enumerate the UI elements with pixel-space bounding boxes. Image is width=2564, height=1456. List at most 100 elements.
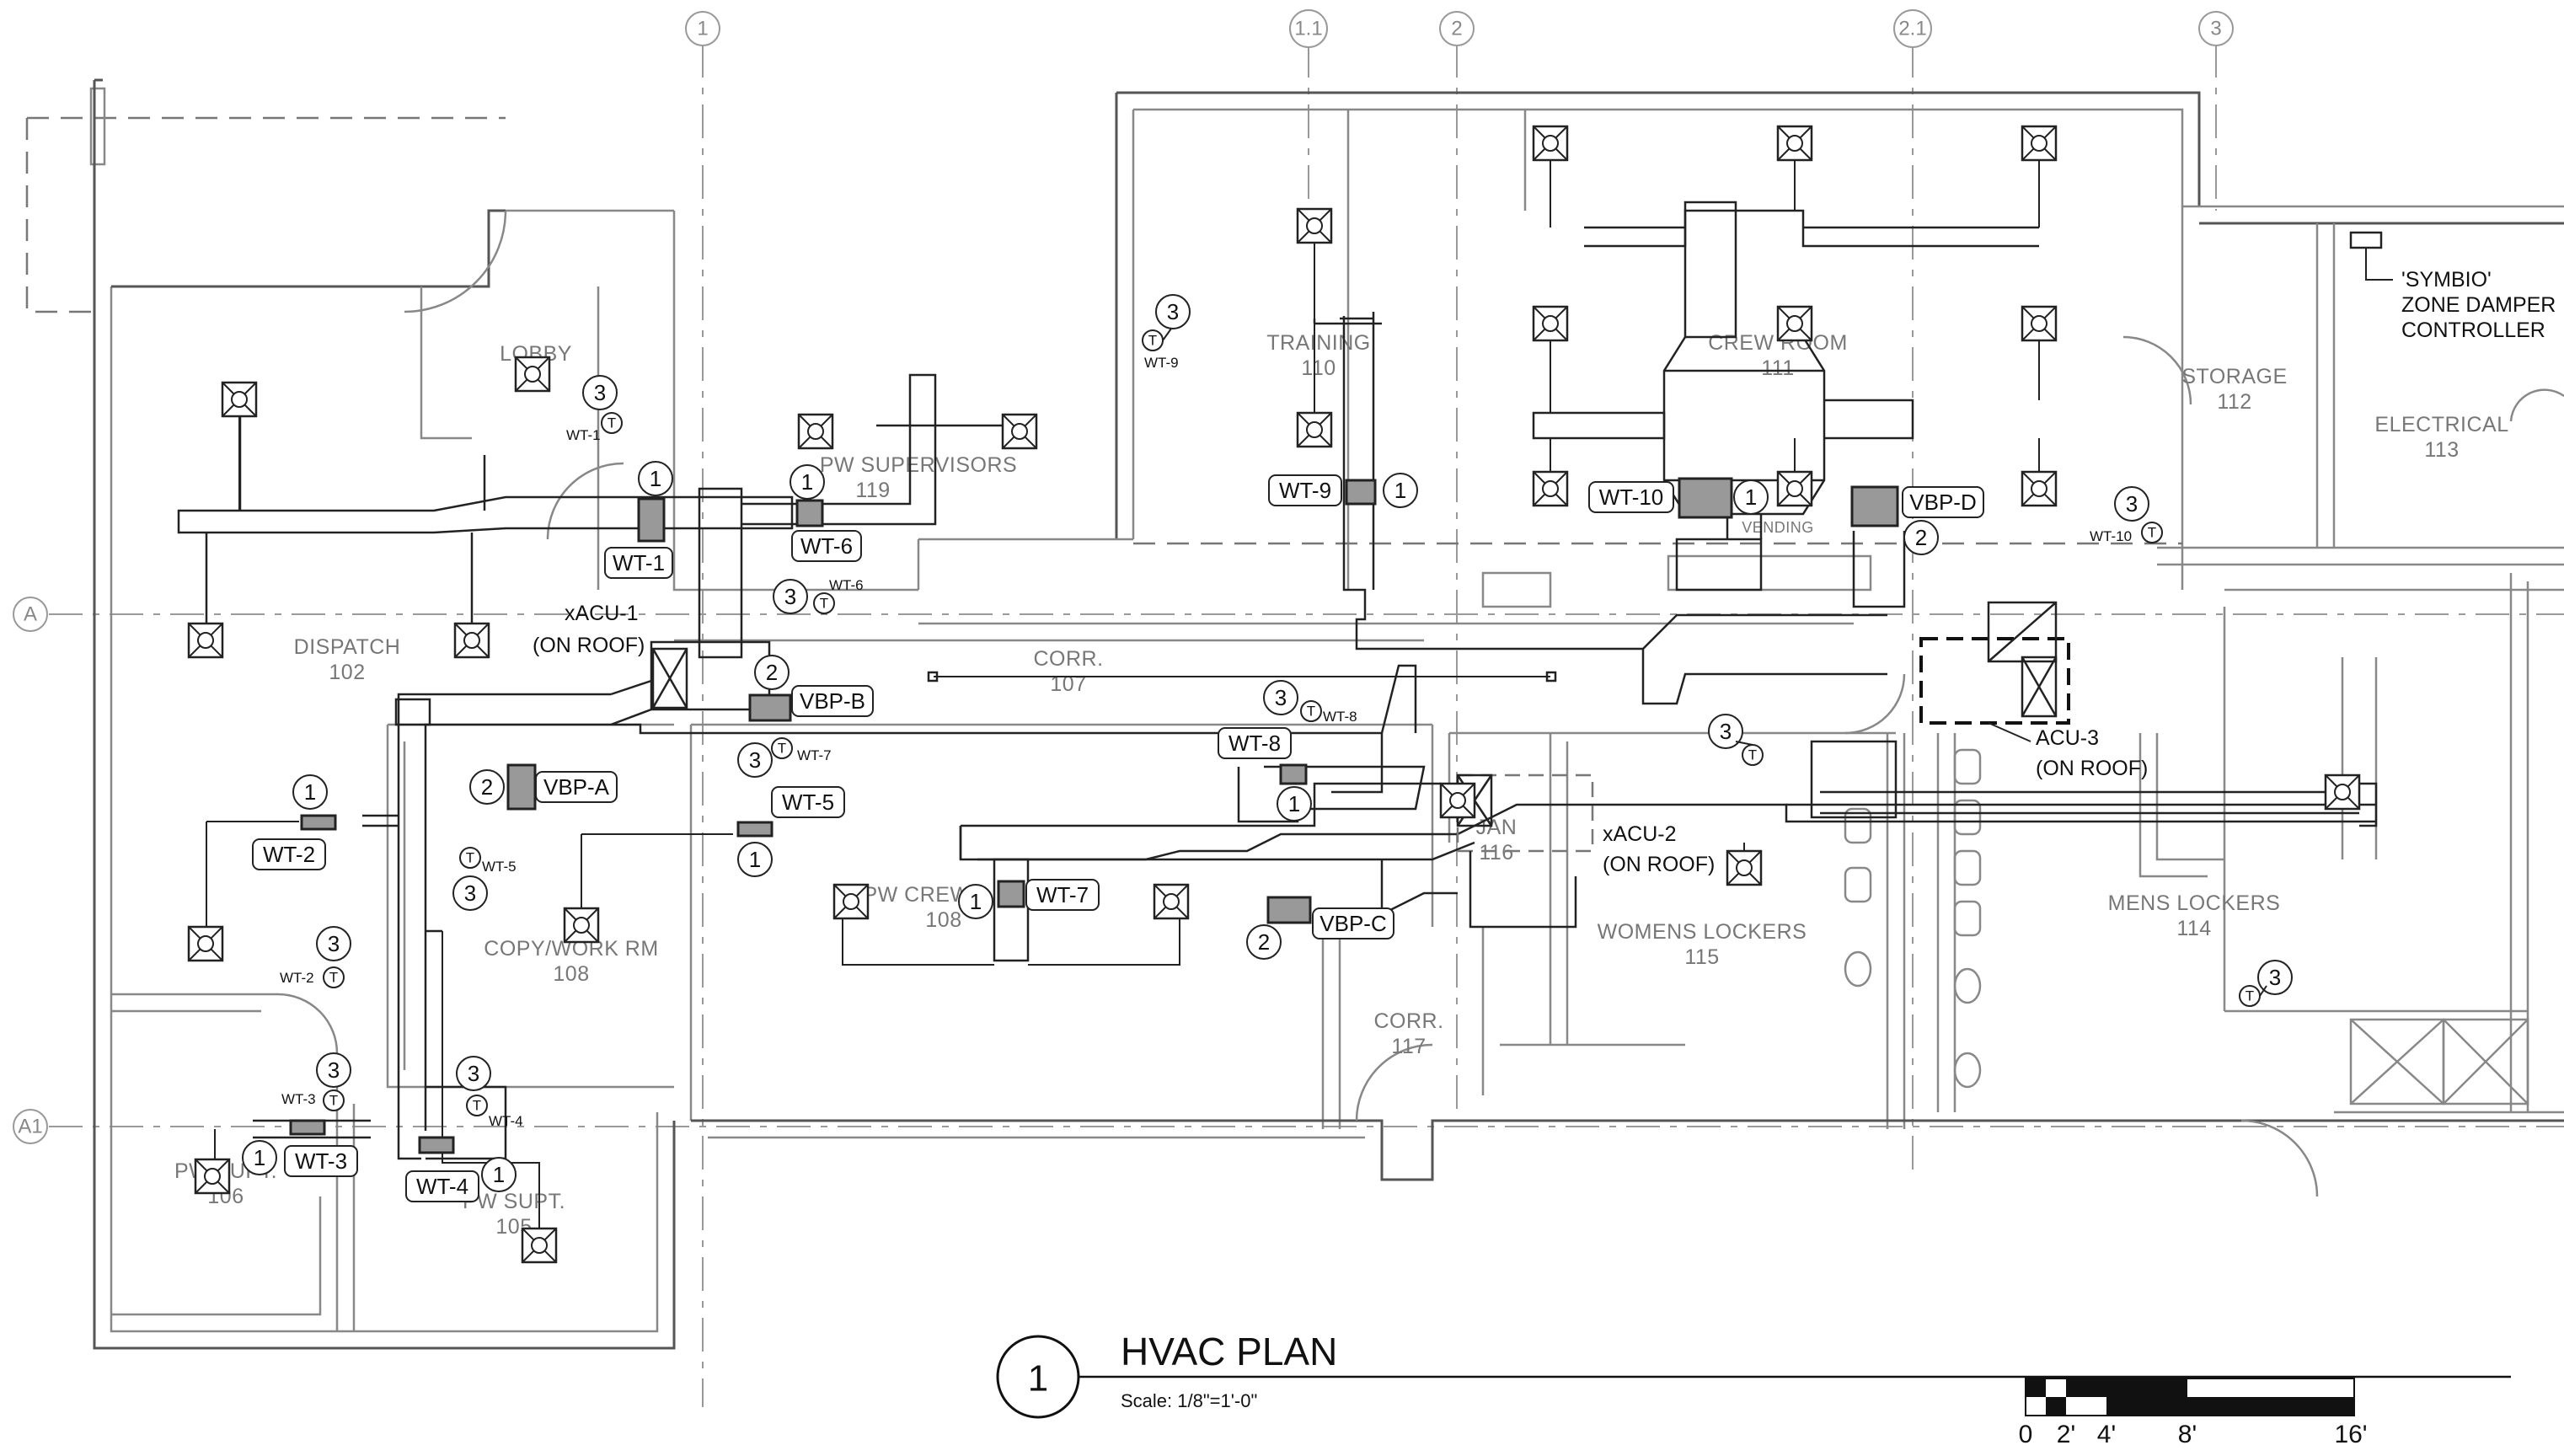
svg-text:WT-4: WT-4 — [416, 1174, 468, 1199]
svg-text:WT-2: WT-2 — [263, 842, 315, 867]
svg-text:T: T — [329, 970, 338, 986]
room-name-dispatch: DISPATCH — [294, 635, 401, 659]
scale-bar: 0 2' 4' 8' 16' — [2019, 1378, 2368, 1448]
scale-label-4: 4' — [2097, 1421, 2116, 1448]
damper-vbpd — [1850, 485, 1899, 527]
tag-wt4: WT-4 — [405, 1170, 479, 1202]
svg-text:WT-9: WT-9 — [1279, 478, 1331, 503]
svg-text:A: A — [24, 603, 37, 626]
diffuser-icon — [1439, 782, 1476, 819]
damper-wt8 — [1279, 763, 1308, 785]
tag-wt8: WT-8 — [1218, 727, 1292, 759]
drawing-number: 1 — [1028, 1358, 1048, 1400]
tag-wt2: WT-2 — [252, 838, 326, 870]
diffuser-icon — [1153, 883, 1190, 920]
diffuser-icon — [514, 356, 551, 393]
room-name-corr-117: CORR. — [1373, 1009, 1443, 1033]
acu3-label: ACU-3 — [2036, 726, 2099, 750]
svg-text:1: 1 — [1394, 478, 1406, 503]
room-name-jan: JAN — [1476, 816, 1518, 839]
note-bubble: 3 — [316, 926, 351, 961]
svg-text:3: 3 — [2210, 18, 2221, 40]
xacu1-label: xACU-1 — [565, 602, 639, 625]
svg-text:WT-5: WT-5 — [782, 790, 834, 815]
scale-label-2: 2' — [2057, 1421, 2075, 1448]
svg-text:3: 3 — [2126, 491, 2138, 517]
svg-text:2: 2 — [766, 660, 778, 685]
svg-text:3: 3 — [1720, 719, 1732, 744]
tag-vbpa: VBP-A — [535, 771, 618, 803]
note-bubble: 1 — [292, 774, 328, 810]
svg-text:T: T — [329, 1093, 338, 1109]
diffuser-icon — [1776, 470, 1813, 507]
note-bubble: 2 — [1246, 924, 1282, 960]
damper-wt2 — [300, 814, 337, 831]
svg-text:1: 1 — [493, 1162, 505, 1187]
tag-vbpb: VBP-B — [791, 685, 874, 717]
damper-wt9 — [1345, 479, 1377, 506]
diffuser-icon — [1296, 207, 1333, 244]
note-bubble: 2 — [1903, 520, 1939, 555]
svg-text:1: 1 — [970, 889, 982, 914]
thermostat-icon: T — [1142, 329, 1164, 351]
controller-line1: 'SYMBIO' — [2401, 268, 2492, 292]
svg-text:T: T — [1748, 747, 1757, 763]
thermostat-icon: T — [459, 847, 481, 869]
note-bubble: 1 — [958, 884, 993, 919]
damper-vbpa — [506, 763, 537, 811]
svg-text:1: 1 — [254, 1145, 265, 1170]
svg-text:1: 1 — [304, 779, 316, 805]
svg-text:3: 3 — [749, 747, 761, 773]
thermostat-icon: T — [1742, 744, 1764, 766]
grid-bubble-2: 2 — [1439, 11, 1475, 46]
diffuser-icon — [1726, 849, 1763, 886]
damper-vbpc — [1266, 896, 1312, 924]
grid-bubble-a1: A1 — [13, 1109, 48, 1144]
note-bubble: 1 — [638, 461, 673, 496]
svg-text:3: 3 — [594, 380, 606, 405]
svg-text:1: 1 — [650, 466, 661, 491]
damper-vbpb — [748, 693, 792, 722]
dampers — [289, 477, 1899, 1154]
svg-text:3: 3 — [2269, 965, 2281, 990]
svg-text:2: 2 — [481, 774, 493, 800]
svg-text:1: 1 — [1745, 484, 1757, 510]
note-bubble: 3 — [737, 742, 773, 778]
tag-wt5: WT-5 — [771, 786, 845, 818]
room-name-pw-crew: PW CREW — [863, 883, 970, 907]
damper-wt1 — [637, 497, 666, 543]
damper-wt5 — [736, 821, 773, 838]
room-name-storage: STORAGE — [2181, 365, 2287, 388]
diffuser-icon — [1532, 305, 1569, 342]
diffuser-icon — [1532, 470, 1569, 507]
room-name-mens-lockers: MENS LOCKERS — [2108, 891, 2281, 915]
thermostat-icon: T — [323, 966, 345, 988]
svg-text:T: T — [608, 415, 616, 431]
note-bubble: 1 — [1277, 786, 1312, 822]
drawing-scale: Scale: 1/8"=1'-0" — [1121, 1390, 1257, 1411]
tag-wt1: WT-1 — [604, 547, 673, 579]
room-number-storage: 112 — [2217, 390, 2251, 414]
note-bubbles: 1 1 3 3 2 3 2 1 1 3 3 3 3 1 1 1 3 1 2 3 … — [242, 294, 2293, 1192]
thermostat-icon: T — [1300, 700, 1322, 722]
xacu1-location: (ON ROOF) — [533, 634, 645, 657]
thermostat-label-wt10: WT-10 — [2090, 528, 2132, 544]
room-name-electrical: ELECTRICAL — [2374, 413, 2508, 436]
svg-text:3: 3 — [1167, 299, 1179, 324]
damper-wt7 — [997, 880, 1025, 908]
svg-text:VBP-B: VBP-B — [800, 688, 865, 714]
damper-wt4 — [418, 1136, 455, 1154]
diffuser-icon — [1776, 125, 1813, 162]
vending-label: VENDING — [1742, 519, 1814, 536]
note-bubble: 3 — [452, 875, 488, 911]
diffuser-icon — [187, 622, 224, 659]
svg-text:A1: A1 — [18, 1116, 42, 1138]
room-number-pw-crew: 108 — [925, 908, 961, 932]
diffusers — [187, 125, 2361, 1264]
note-bubble: 1 — [1383, 473, 1418, 508]
grid-bubble-1-1: 1.1 — [1289, 9, 1328, 48]
svg-text:WT-6: WT-6 — [800, 533, 853, 559]
svg-text:WT-10: WT-10 — [1599, 484, 1664, 510]
thermostat-icon: T — [601, 412, 623, 434]
diffuser-icon — [1776, 305, 1813, 342]
